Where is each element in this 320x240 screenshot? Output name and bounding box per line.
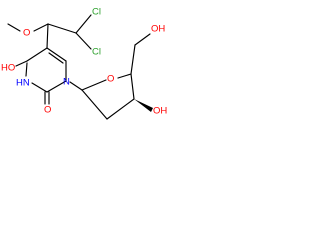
wedge-c3prime-oh xyxy=(134,99,153,112)
bond-c-cl-bottom xyxy=(75,32,92,50)
bond-c2-n3 xyxy=(31,82,48,93)
bond-c-cl-top xyxy=(75,14,92,34)
bond-cmethoxy-cchcl2 xyxy=(47,23,77,34)
bond-c5prime-oh xyxy=(134,33,151,46)
bond-c2prime-c1prime xyxy=(81,89,108,120)
atom-hydroxy-oh-ch2: OH xyxy=(151,24,165,35)
bond-c4prime-c5prime xyxy=(130,44,136,75)
bond-c1prime-o4prime xyxy=(81,79,107,91)
bond-methyl-o xyxy=(7,23,21,32)
atom-ring-n: N xyxy=(63,77,70,88)
bond-c4-c5 xyxy=(26,47,48,62)
structure-svg: Cl Cl O HO OH O OH HN N O xyxy=(1,7,167,120)
bond-c3prime-c2prime xyxy=(106,98,135,120)
molecule-diagram: Cl Cl O HO OH O OH HN N O xyxy=(0,0,196,158)
bond-cmethoxy-c5 xyxy=(46,23,49,49)
atom-cl-bottom: Cl xyxy=(92,47,101,58)
bond-n3-c4 xyxy=(25,62,28,77)
atom-carbonyl-o: O xyxy=(44,105,51,116)
bond-c4prime-c3prime xyxy=(130,73,135,100)
bond-n1-c1prime xyxy=(69,81,83,91)
bond-n1-c2 xyxy=(46,80,67,93)
atom-methoxy-o: O xyxy=(23,28,30,39)
atom-ring-o-sugar: O xyxy=(107,74,114,85)
atom-hydroxy-oh-c3: OH xyxy=(153,106,167,117)
bond-c5-c6 xyxy=(46,47,67,62)
bond-o-cmethoxy xyxy=(33,23,49,32)
bond-c4-oh xyxy=(15,60,28,67)
atom-cl-top: Cl xyxy=(92,7,101,18)
bond-o4prime-c4prime xyxy=(117,73,132,79)
bond-c5-c6-double xyxy=(48,52,64,64)
atom-hydroxy-ho-c4: HO xyxy=(1,63,15,74)
atom-nh: HN xyxy=(16,78,30,89)
